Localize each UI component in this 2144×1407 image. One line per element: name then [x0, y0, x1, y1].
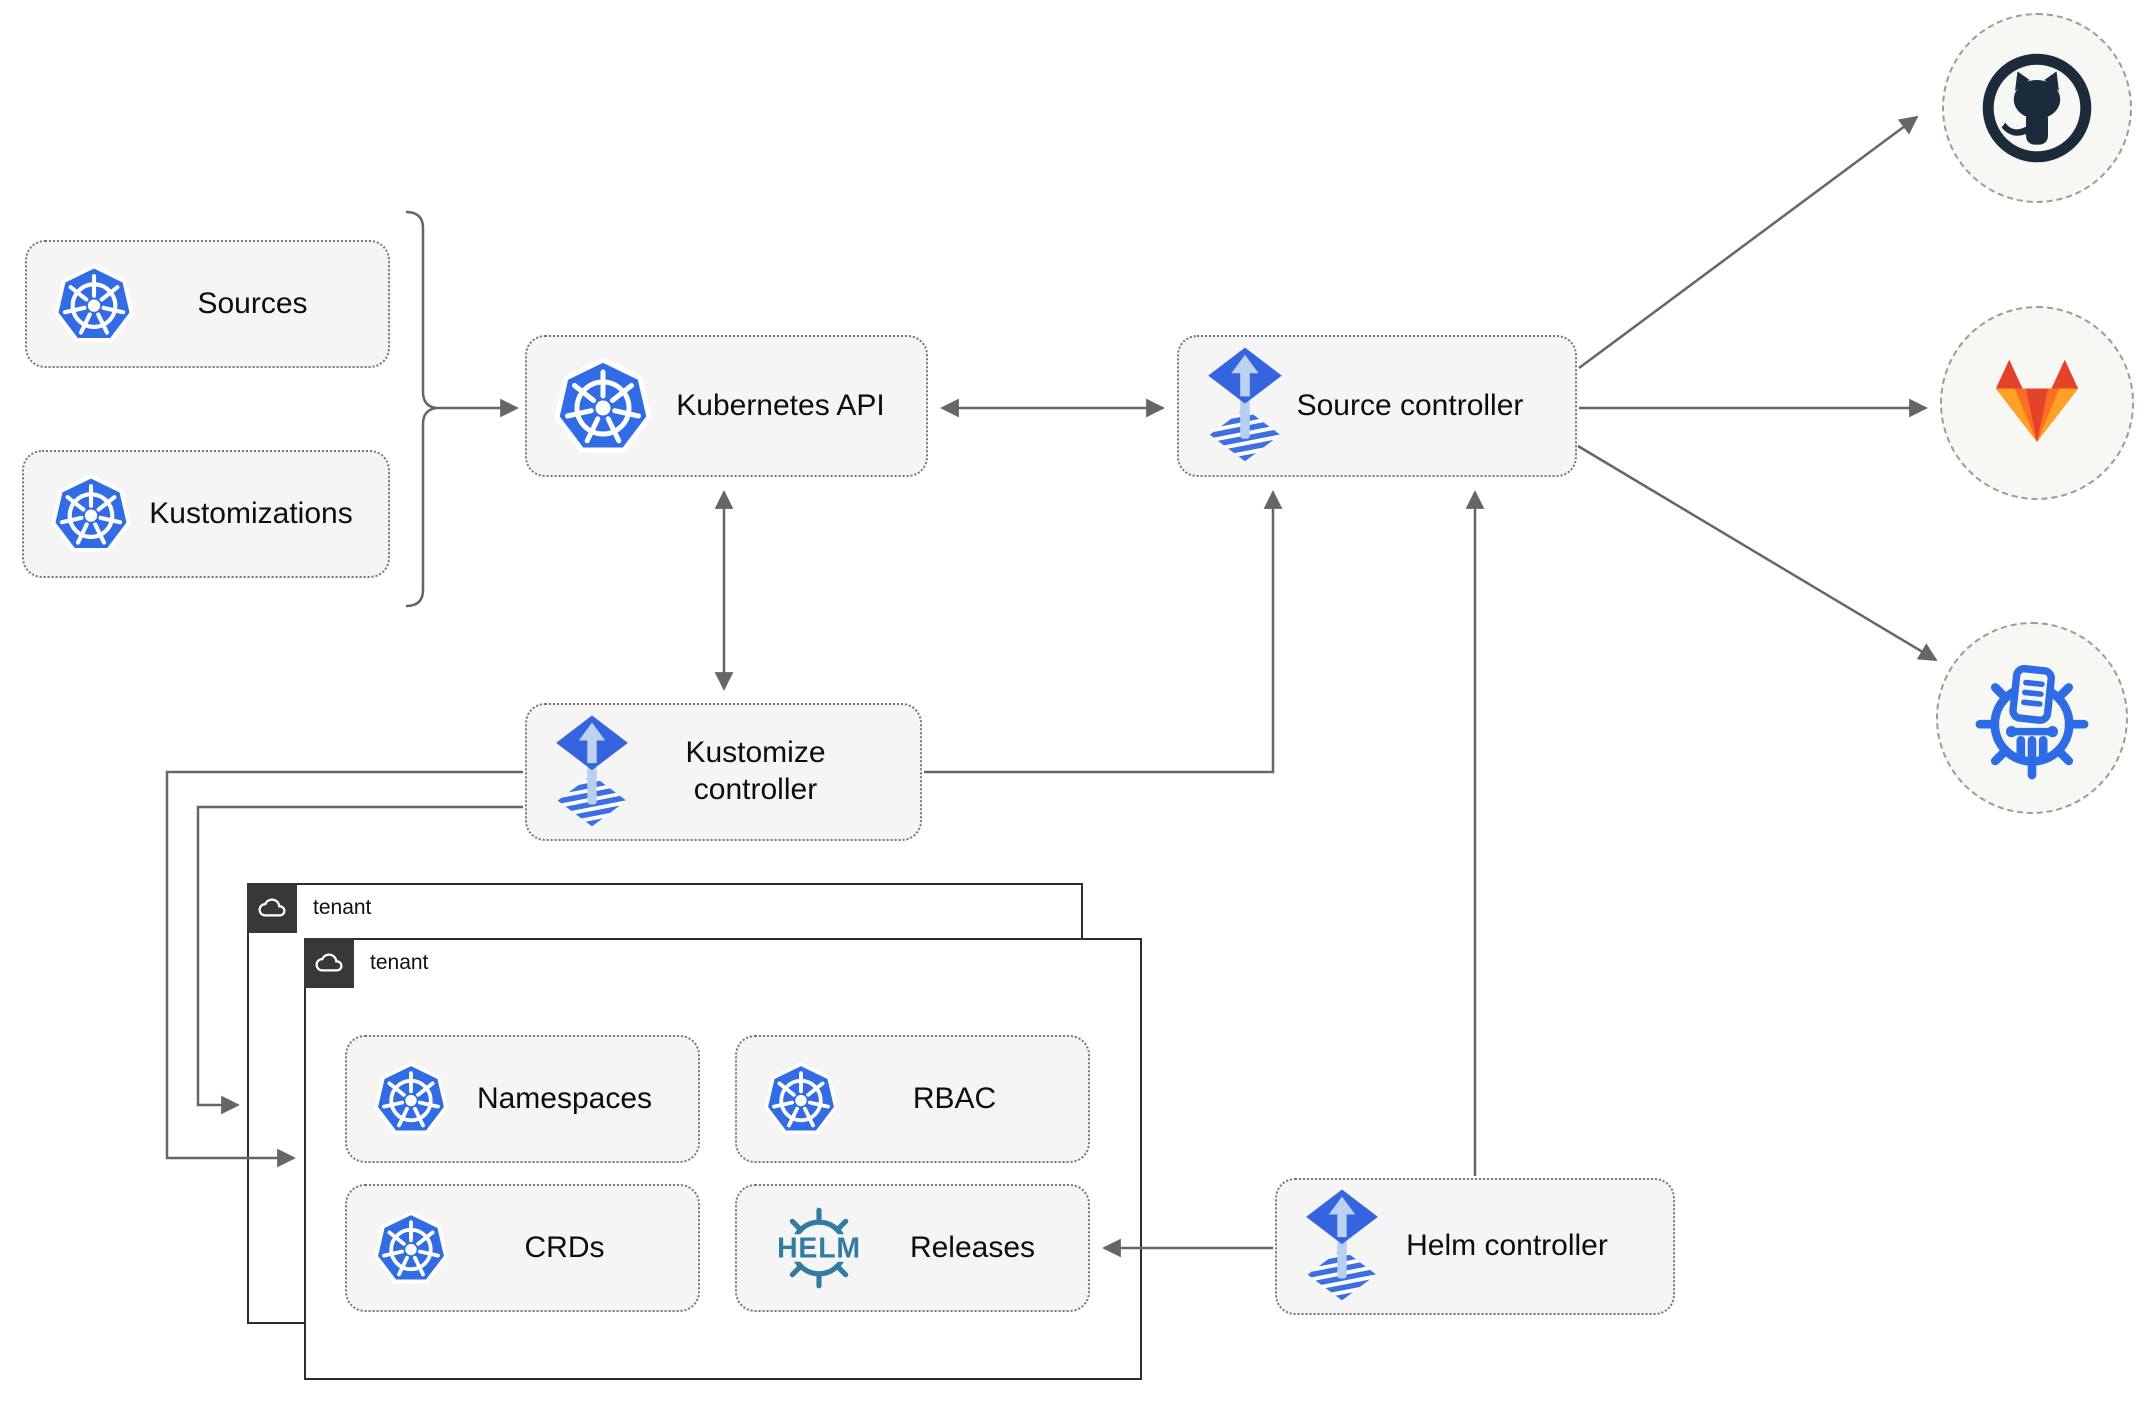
- flux-icon: [1303, 1188, 1381, 1305]
- node-rbac: RBAC: [735, 1035, 1090, 1163]
- github-icon: [1976, 47, 2098, 169]
- node-label: Namespaces: [476, 1081, 653, 1115]
- kubernetes-icon: [373, 1210, 449, 1286]
- node-helm-controller: Helm controller: [1275, 1178, 1675, 1315]
- cloud-icon: [255, 894, 289, 921]
- tenant-label: tenant: [313, 896, 372, 919]
- edge-source-to-chart-repository: [1577, 444, 1938, 662]
- flux-icon: [1205, 346, 1285, 466]
- node-namespaces: Namespaces: [345, 1035, 700, 1163]
- node-releases: Releases: [735, 1184, 1090, 1312]
- node-kustomize-controller: Kustomize controller: [525, 703, 922, 841]
- endpoint-chart-repository: [1936, 622, 2128, 814]
- node-source-controller: Source controller: [1177, 335, 1577, 477]
- tenant-label: tenant: [370, 951, 429, 974]
- endpoint-github: [1942, 13, 2132, 203]
- node-label: Releases: [909, 1230, 1036, 1264]
- node-kustomizations: Kustomizations: [22, 450, 390, 578]
- edge-source-to-github: [1578, 115, 1919, 370]
- node-sources: Sources: [25, 240, 390, 368]
- edge-brace: [405, 210, 437, 608]
- edge-kustomize-to-source: [924, 490, 1283, 774]
- helm-icon: [763, 1205, 875, 1291]
- kubernetes-icon: [763, 1061, 839, 1137]
- node-label: RBAC: [912, 1081, 997, 1115]
- kubernetes-icon: [50, 473, 132, 555]
- kubernetes-icon: [373, 1061, 449, 1137]
- gitlab-icon: [1981, 353, 2093, 453]
- node-label: Sources: [197, 286, 308, 320]
- cloud-badge: [303, 937, 354, 988]
- node-label: Helm controller: [1406, 1229, 1608, 1263]
- chartmuseum-icon: [1970, 656, 2094, 780]
- flux-icon: [553, 714, 631, 831]
- node-crds: CRDs: [345, 1184, 700, 1312]
- cloud-icon: [312, 949, 346, 976]
- kubernetes-icon: [553, 356, 653, 456]
- node-kubernetes-api: Kubernetes API: [525, 335, 928, 477]
- node-label: Kustomize controller: [685, 736, 826, 806]
- node-label: Kustomizations: [149, 496, 353, 530]
- cloud-badge: [246, 882, 297, 933]
- kubernetes-icon: [53, 263, 135, 345]
- node-label: CRDs: [524, 1230, 605, 1264]
- node-label: Source controller: [1296, 388, 1524, 422]
- node-label: Kubernetes API: [676, 388, 885, 422]
- endpoint-gitlab: [1940, 306, 2134, 500]
